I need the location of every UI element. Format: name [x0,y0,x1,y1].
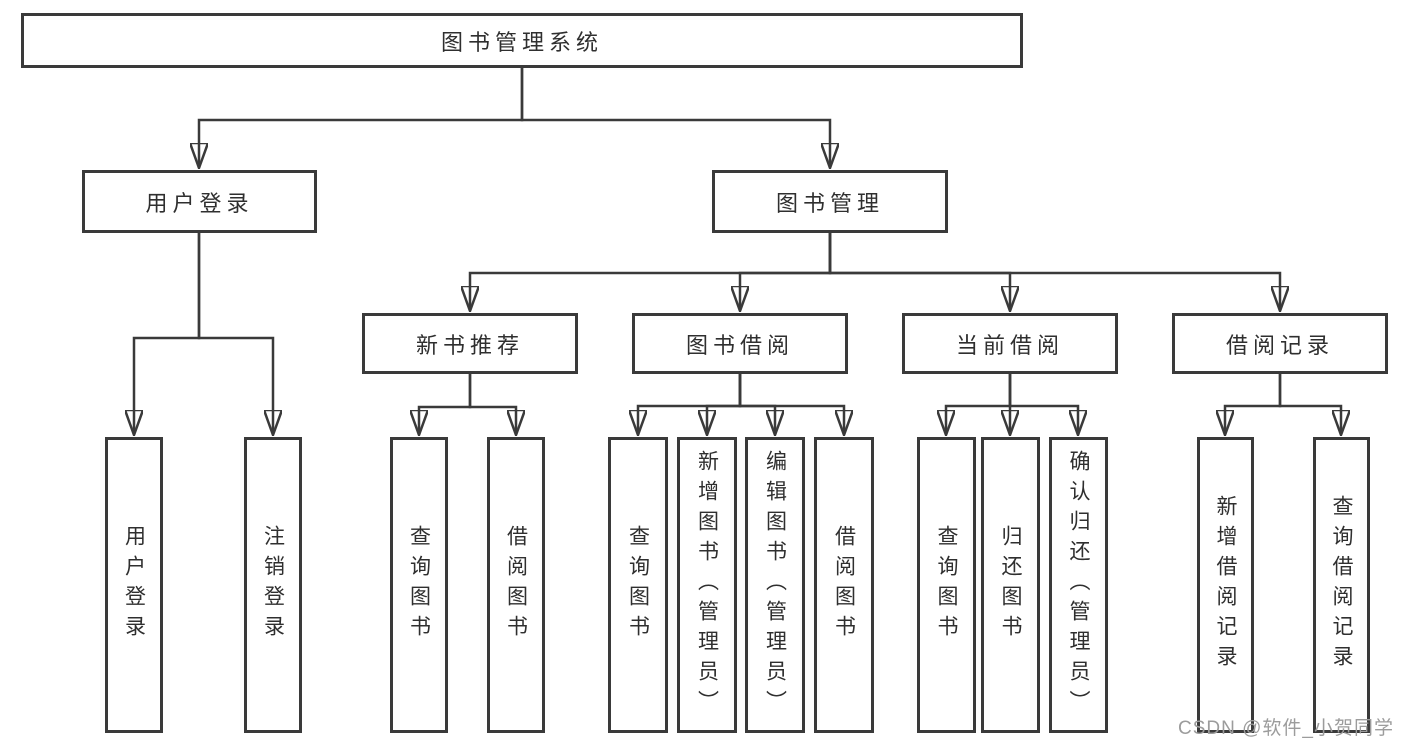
leaf-query-borrowing-record: 查询借阅记录 [1313,437,1370,733]
connector-group [134,68,1341,435]
csdn-watermark: CSDN @软件_小贺同学 [1178,718,1394,739]
leaf-user-login-label: 用户登录 [122,525,146,645]
leaf-borrow-books-borrowing: 借阅图书 [814,437,874,733]
leaf-query-borrowing-record-label: 查询借阅记录 [1330,495,1353,675]
connector-line [520,68,830,168]
connector-line [738,374,775,435]
leaf-borrow-books-recommend: 借阅图书 [487,437,545,733]
node-book-management: 图书管理 [712,170,948,233]
leaf-add-borrowing-record-label: 新增借阅记录 [1214,495,1237,675]
connector-line [468,374,516,435]
leaf-query-books-current-label: 查询图书 [935,525,958,645]
node-book-borrowing: 图书借阅 [632,313,848,374]
leaf-add-borrowing-record: 新增借阅记录 [1197,437,1254,733]
leaf-query-books-borrowing-label: 查询图书 [626,525,650,645]
connector-line [1008,374,1078,435]
node-current-borrowing: 当前借阅 [902,313,1118,374]
connector-line [134,233,201,435]
connector-line [419,374,472,435]
leaf-logout-login: 注销登录 [244,437,302,733]
node-new-book-recommendation: 新书推荐 [362,313,578,374]
node-borrowing-records: 借阅记录 [1172,313,1388,374]
connector-line [738,374,844,435]
leaf-query-books-recommend: 查询图书 [390,437,448,733]
leaf-edit-book-admin: 编辑图书（管理员） [745,437,805,733]
leaf-add-book-admin: 新增图书（管理员） [677,437,737,733]
leaf-add-book-admin-label: 新增图书（管理员） [695,450,719,720]
leaf-return-books: 归还图书 [981,437,1040,733]
leaf-user-login: 用户登录 [105,437,163,733]
connector-line [828,233,1280,311]
leaf-borrow-books-recommend-label: 借阅图书 [504,525,528,645]
leaf-borrow-books-borrowing-label: 借阅图书 [832,525,856,645]
connector-line [197,233,273,435]
leaf-logout-login-label: 注销登录 [261,525,285,645]
connector-line [1225,374,1282,435]
leaf-query-books-recommend-label: 查询图书 [407,525,431,645]
node-user-login: 用户登录 [82,170,317,233]
leaf-edit-book-admin-label: 编辑图书（管理员） [763,450,787,720]
leaf-confirm-return-admin: 确认归还（管理员） [1049,437,1108,733]
connector-line [740,233,832,311]
connector-line [638,374,742,435]
leaf-return-books-label: 归还图书 [999,525,1022,645]
leaf-query-books-borrowing: 查询图书 [608,437,668,733]
connector-line [1278,374,1341,435]
leaf-confirm-return-admin-label: 确认归还（管理员） [1067,450,1090,720]
connector-line [946,374,1012,435]
connector-line [707,374,742,435]
connector-line [199,68,524,168]
node-library-management-system: 图书管理系统 [21,13,1023,68]
leaf-query-books-current: 查询图书 [917,437,976,733]
